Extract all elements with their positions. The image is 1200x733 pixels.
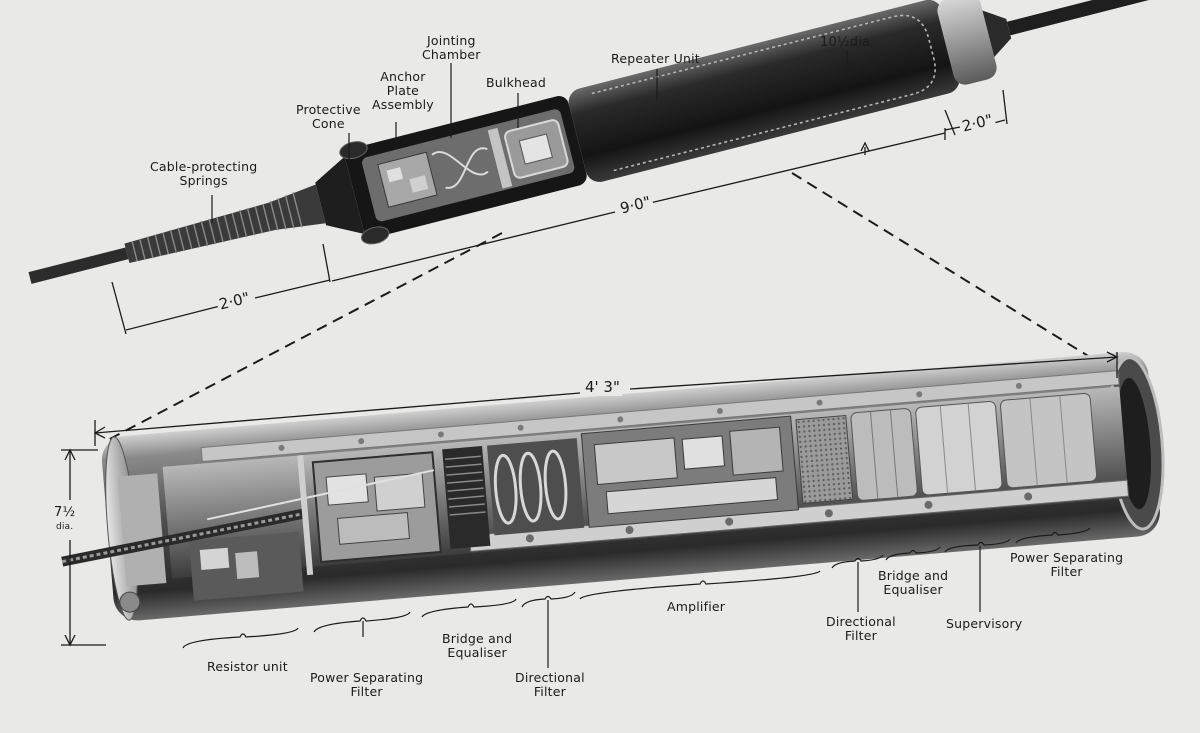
label-power-separating-filter-left: Power Separating Filter: [310, 670, 424, 699]
bottom-cutaway: [61, 352, 1165, 621]
label-cable-protecting-springs: Cable-protecting Springs: [150, 159, 258, 188]
protective-cone: [315, 156, 365, 235]
power-separating-filter-right: [1000, 393, 1098, 489]
left-cable: [28, 247, 129, 284]
supervisory-unit: [915, 400, 1003, 496]
bridge-equaliser-right: [850, 408, 918, 501]
repeater-unit-body: [568, 0, 960, 182]
label-anchor-plate-assembly: Anchor Plate Assembly: [372, 69, 434, 112]
anchor-plate-assembly: [377, 151, 438, 208]
label-jointing-chamber: Jointing Chamber: [422, 33, 481, 62]
amplifier: [580, 415, 799, 528]
label-supervisory: Supervisory: [946, 616, 1023, 631]
label-diameter-top: 10½dia: [820, 35, 871, 50]
label-directional-filter-right: Directional Filter: [826, 614, 896, 643]
label-directional-filter-left: Directional Filter: [515, 670, 585, 699]
top-leader-lines: [211, 50, 852, 223]
label-bridge-equaliser-right: Bridge and Equaliser: [878, 568, 949, 597]
end-cap: [937, 0, 997, 85]
label-protective-cone: Protective Cone: [296, 102, 361, 131]
dim-diameter-bottom: 7½ dia.: [54, 505, 76, 534]
top-dimension-lines: [111, 89, 1008, 335]
dim-length: 4' 3": [583, 378, 622, 396]
cable-springs: [124, 184, 326, 263]
bottom-dimension-lines: [61, 351, 1119, 647]
label-power-separating-filter-right: Power Separating Filter: [1010, 550, 1124, 579]
top-repeater: [28, 0, 1200, 284]
zoom-lines: [103, 172, 1107, 443]
bottom-braces: [182, 527, 1091, 668]
label-bridge-equaliser-left: Bridge and Equaliser: [442, 631, 513, 660]
label-resistor-unit: Resistor unit: [207, 659, 288, 674]
bulkhead: [487, 127, 513, 189]
right-cable: [1006, 0, 1200, 36]
directional-filter-right: [795, 414, 854, 504]
label-amplifier: Amplifier: [667, 599, 726, 614]
label-bulkhead: Bulkhead: [486, 75, 547, 90]
label-repeater-unit: Repeater Unit: [611, 51, 700, 66]
directional-filter-left: [486, 438, 585, 536]
